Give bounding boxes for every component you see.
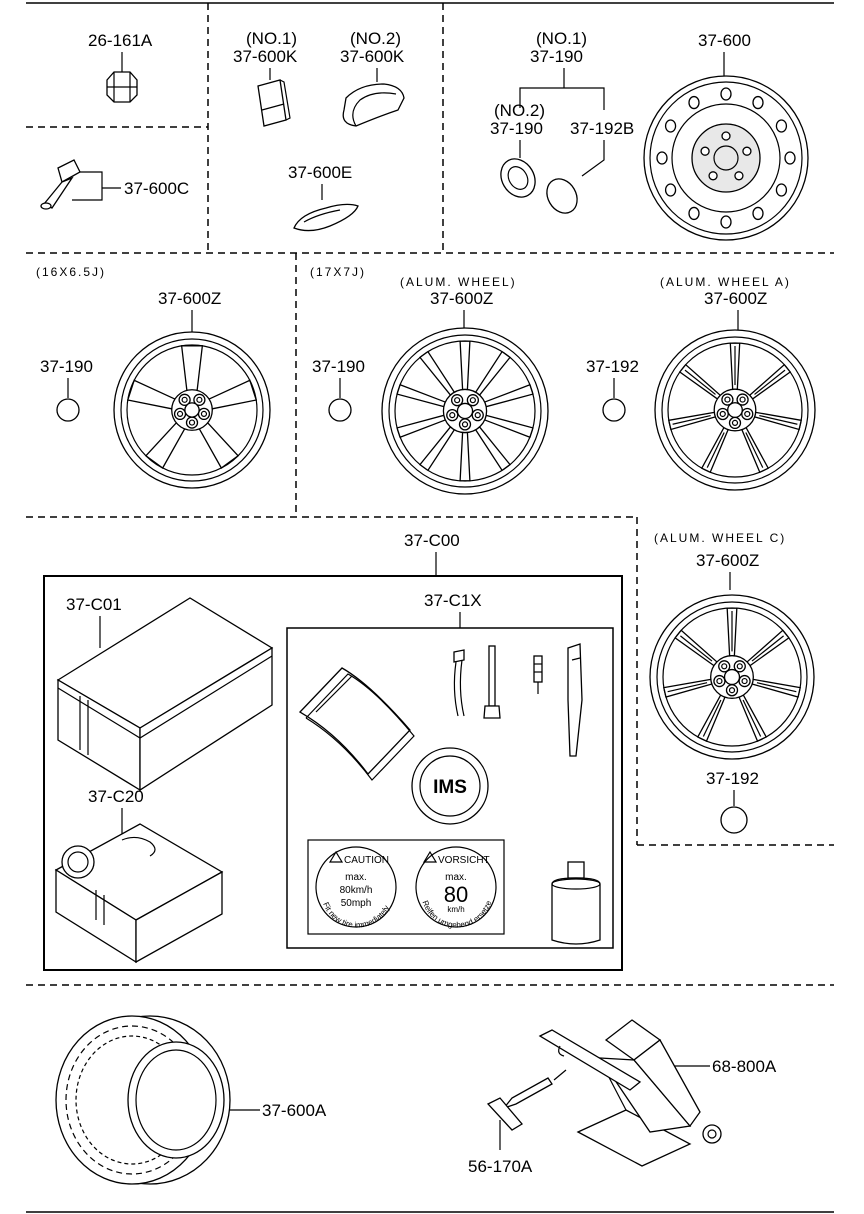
label-37-600z-4: 37-600Z: [696, 551, 759, 570]
vorsicht-title: VORSICHT: [438, 855, 490, 866]
center-cap-37-192-a[interactable]: [602, 398, 626, 422]
steel-wheel-studs: [700, 131, 752, 181]
tool-set-37-c1x[interactable]: 37-C1X: [286, 591, 614, 949]
label-37-600z-1: 37-600Z: [158, 289, 221, 308]
label-26-161a: 26-161A: [88, 31, 153, 50]
jack-68-800a[interactable]: 68-800A: [538, 1019, 777, 1167]
label-37-600z-2: 37-600Z: [430, 289, 493, 308]
label-37-600a: 37-600A: [262, 1101, 327, 1120]
alloy-wheel-17[interactable]: [381, 327, 549, 495]
alloy-wheel-a[interactable]: [654, 329, 816, 491]
vorsicht-triangle-icon: [422, 850, 438, 863]
label-37-192b: 37-192B: [570, 119, 634, 138]
label-alum-wheel-c: (ALUM. WHEEL C): [654, 531, 786, 545]
caution-title: CAUTION: [344, 855, 389, 866]
label-37-600e: 37-600E: [288, 163, 352, 182]
valve-core[interactable]: [533, 655, 543, 694]
label-37-c20: 37-C20: [88, 787, 144, 806]
label-37-190-no1: 37-190: [530, 47, 583, 66]
label-56-170a: 56-170A: [468, 1157, 533, 1176]
instruction-manual[interactable]: [298, 667, 415, 781]
wheel-16-group: (16X6.5J) 37-600Z 37-190: [36, 265, 221, 398]
patch-37-600k-no1[interactable]: (NO.1) 37-600K: [233, 29, 298, 127]
storage-box-37-c01[interactable]: 37-C01: [56, 595, 274, 792]
jack-handle-56-170a[interactable]: 56-170A: [468, 1069, 567, 1176]
label-no1-k: (NO.1): [246, 29, 297, 48]
label-size-17: (17X7J): [310, 265, 366, 279]
label-no1-190: (NO.1): [536, 29, 587, 48]
label-37-192-a: 37-192: [586, 357, 639, 376]
label-no2-190: (NO.2): [494, 101, 545, 120]
wheel-a-group: (ALUM. WHEEL A) 37-600Z 37-192: [586, 275, 791, 398]
alloy-wheel-16[interactable]: [113, 331, 271, 489]
ims-decal: IMS: [411, 747, 489, 825]
caution-triangle-icon: [328, 850, 344, 863]
cap-group-top: (NO.1) 37-190 (NO.2) 37-190 37-192B: [490, 29, 634, 177]
vorsicht-unit: km/h: [447, 905, 464, 914]
label-37-190-no2: 37-190: [490, 119, 543, 138]
vorsicht-speed: 80: [444, 882, 468, 907]
caution-mph: 50mph: [341, 898, 372, 909]
patch-37-600e[interactable]: 37-600E: [288, 163, 359, 232]
section-borders: [26, 2, 834, 1213]
center-cap-37-190-a[interactable]: [56, 398, 80, 422]
label-37-600k-2: 37-600K: [340, 47, 405, 66]
label-size-16: (16X6.5J): [36, 265, 106, 279]
label-37-192-b: 37-192: [706, 769, 759, 788]
label-alum-wheel-a: (ALUM. WHEEL A): [660, 275, 791, 289]
caution-max: max.: [345, 872, 367, 883]
ims-text: IMS: [433, 777, 467, 798]
center-cap-37-190-no2[interactable]: [494, 153, 542, 204]
center-cap-37-192b[interactable]: [541, 173, 583, 218]
vorsicht-max: max.: [445, 872, 467, 883]
sealant-bottle[interactable]: [551, 861, 601, 945]
filler-hose[interactable]: [453, 649, 465, 717]
patch-37-600k-no2[interactable]: (NO.2) 37-600K: [340, 29, 405, 127]
steel-wheel-37-600[interactable]: 37-600: [643, 31, 809, 241]
label-37-190-b: 37-190: [312, 357, 365, 376]
label-37-c1x: 37-C1X: [424, 591, 482, 610]
steel-wheel-holes: [656, 87, 796, 229]
label-alum-wheel: (ALUM. WHEEL): [400, 275, 517, 289]
alloy-wheel-c[interactable]: [649, 594, 815, 760]
label-37-600k-1: 37-600K: [233, 47, 298, 66]
label-no2-k: (NO.2): [350, 29, 401, 48]
label-37-600z-3: 37-600Z: [704, 289, 767, 308]
center-cap-37-190-b[interactable]: [328, 398, 352, 422]
center-cap-37-192-b[interactable]: [720, 806, 748, 834]
wheel-c-group: (ALUM. WHEEL C) 37-600Z 37-192: [654, 531, 786, 806]
core-tool[interactable]: [567, 643, 583, 757]
caution-speed: 80km/h: [340, 885, 373, 896]
wheel-17-group: (17X7J) (ALUM. WHEEL) 37-600Z 37-190: [310, 265, 517, 398]
label-37-190-a: 37-190: [40, 357, 93, 376]
label-37-600c: 37-600C: [124, 179, 189, 198]
tire-37-600a[interactable]: 37-600A: [55, 1015, 327, 1185]
valve-37-600c[interactable]: 37-600C: [40, 159, 189, 210]
lug-nut-26-161a[interactable]: 26-161A: [88, 31, 153, 103]
compressor-37-c20[interactable]: 37-C20: [54, 787, 224, 964]
label-68-800a: 68-800A: [712, 1057, 777, 1076]
label-37-c01: 37-C01: [66, 595, 122, 614]
label-37-c00: 37-C00: [404, 531, 460, 550]
repair-kit-37-c00[interactable]: 37-C00: [43, 531, 623, 971]
label-37-600: 37-600: [698, 31, 751, 50]
valve-remover-rod[interactable]: [483, 645, 501, 719]
